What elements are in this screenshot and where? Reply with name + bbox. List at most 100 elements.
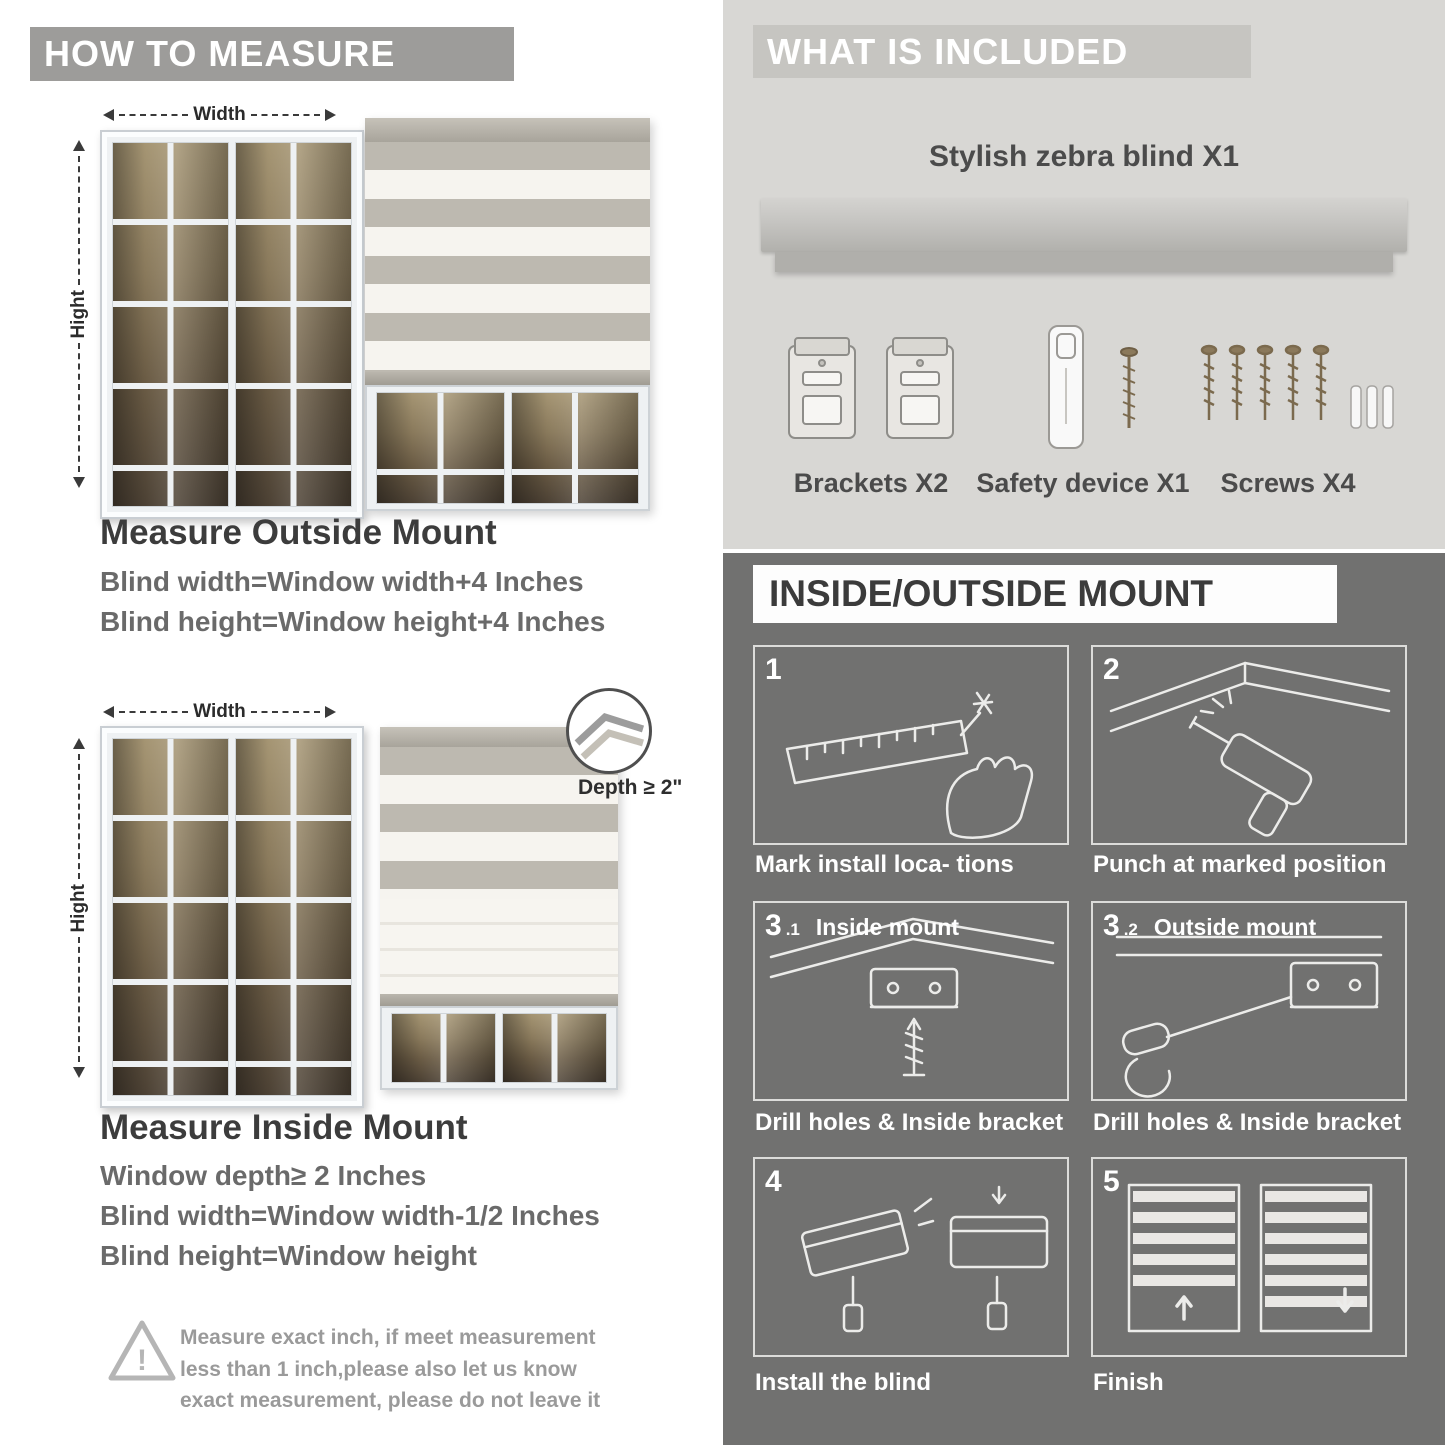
arrow-down-icon — [73, 1067, 85, 1079]
step-title-text: Outside mount — [1153, 914, 1317, 940]
brackets-icon — [788, 337, 954, 439]
arrow-down-icon — [73, 477, 85, 489]
step-num-text: 3 — [765, 909, 782, 942]
drill-illustration — [1109, 661, 1391, 837]
arrow-line — [78, 937, 80, 1063]
window-sash — [236, 739, 351, 1095]
height-label: Hight — [68, 883, 89, 933]
step-number: 3 .1 Inside mount — [765, 909, 959, 943]
arrow-line — [78, 156, 80, 285]
zebra-blind-outside — [365, 118, 650, 511]
step-num-text: 3 — [1103, 909, 1120, 942]
inside-mount-title: Measure Inside Mount — [100, 1108, 468, 1147]
window-photo-outside — [100, 130, 364, 519]
window-sash — [113, 739, 228, 1095]
outside-bracket-illustration — [1115, 935, 1383, 1098]
step-sub-text: .2 — [1123, 920, 1138, 939]
step-2-caption: Punch at marked position — [1093, 851, 1387, 878]
step-sub-text: .1 — [785, 920, 800, 939]
inside-depth-rule: Window depth≥ 2 Inches — [100, 1160, 427, 1191]
width-label: Width — [193, 104, 246, 125]
mount-header: INSIDE/OUTSIDE MOUNT — [753, 565, 1337, 623]
step-number: 5 — [1103, 1165, 1140, 1199]
step-num-text: 2 — [1103, 653, 1120, 686]
height-label: Hight — [68, 289, 89, 339]
install-blind-illustration — [800, 1185, 1049, 1333]
arrow-up-icon — [73, 140, 85, 151]
arrow-line — [250, 114, 320, 116]
how-to-measure-header: HOW TO MEASURE — [30, 27, 514, 81]
window-under-blind — [380, 1006, 618, 1090]
mount-instructions-section: INSIDE/OUTSIDE MOUNT 1 — [723, 553, 1445, 1445]
what-is-included-section: WHAT IS INCLUDED Stylish zebra blind X1 — [723, 0, 1445, 549]
arrow-line — [78, 754, 80, 879]
step-3-1-caption: Drill holes & Inside bracket — [755, 1109, 1064, 1136]
warning-icon: ! — [108, 1320, 176, 1381]
blind-headrail-bottom — [775, 252, 1393, 272]
warning-exclamation: ! — [137, 1344, 147, 1377]
arrow-right-icon — [325, 109, 336, 121]
blind-cassette — [365, 118, 650, 142]
width-arrow-outside: Width — [103, 104, 336, 126]
step-num-text: 1 — [765, 653, 782, 686]
blind-bottom-rail — [380, 994, 618, 1006]
measure-note: Measure exact inch, if meet measurement … — [180, 1326, 601, 1412]
arrow-line — [119, 114, 189, 116]
inside-bracket-illustration — [769, 917, 1055, 1077]
arrow-line — [119, 711, 189, 713]
depth-label: Depth ≥ 2" — [578, 776, 683, 799]
mark-location-illustration — [785, 691, 1034, 839]
step-title-text: Inside mount — [815, 914, 959, 940]
step-3-2-caption: Drill holes & Inside bracket — [1093, 1109, 1402, 1136]
window-sash — [392, 1014, 495, 1082]
finish-illustration — [1127, 1183, 1373, 1333]
outside-width-rule: Blind width=Window width+4 Inches — [100, 566, 584, 597]
window-sash — [113, 143, 228, 506]
safety-device-label: Safety device X1 — [976, 468, 1190, 498]
blind-stripes — [380, 747, 618, 899]
blind-sheer-section — [380, 899, 618, 994]
step-1-panel: 1 — [753, 645, 1069, 845]
blind-stripes — [365, 142, 650, 372]
blind-headrail-image — [761, 198, 1407, 252]
height-arrow-outside: Hight — [66, 140, 92, 489]
window-sash — [511, 393, 638, 503]
step-5-caption: Finish — [1093, 1369, 1164, 1396]
step-3-1-panel: 3 .1 Inside mount — [753, 901, 1069, 1101]
inside-height-rule: Blind height=Window height — [100, 1240, 477, 1271]
step-5-panel: 5 — [1091, 1157, 1407, 1357]
depth-callout-icon — [566, 688, 652, 774]
step-number: 2 — [1103, 653, 1140, 687]
step-number: 1 — [765, 653, 802, 687]
arrow-right-icon — [325, 706, 336, 718]
safety-device-icon — [1048, 325, 1138, 449]
outside-mount-title: Measure Outside Mount — [100, 513, 497, 552]
step-4-caption: Install the blind — [755, 1369, 932, 1396]
arrow-left-icon — [103, 706, 114, 718]
arrow-up-icon — [73, 738, 85, 749]
screws-label: Screws X4 — [1220, 468, 1356, 498]
product-title: Stylish zebra blind X1 — [928, 140, 1240, 173]
inside-width-rule: Blind width=Window width-1/2 Inches — [100, 1200, 600, 1231]
brackets-label: Brackets X2 — [793, 468, 949, 498]
what-is-included-header: WHAT IS INCLUDED — [753, 25, 1251, 78]
zebra-blind-inside — [380, 727, 618, 1090]
step-3-2-panel: 3 .2 Outside mount — [1091, 901, 1407, 1101]
step-2-panel: 2 — [1091, 645, 1407, 845]
window-photo-inside — [100, 726, 364, 1108]
blind-bottom-rail — [365, 372, 650, 385]
height-arrow-inside: Hight — [66, 738, 92, 1079]
step-4-panel: 4 — [753, 1157, 1069, 1357]
screws-icon — [1200, 344, 1394, 429]
width-arrow-inside: Width — [103, 701, 336, 723]
step-num-text: 5 — [1103, 1165, 1120, 1198]
outside-height-rule: Blind height=Window height+4 Inches — [100, 606, 606, 637]
arrow-line — [78, 343, 80, 473]
width-label: Width — [193, 701, 246, 722]
step-number: 4 — [765, 1165, 802, 1199]
arrow-left-icon — [103, 109, 114, 121]
step-num-text: 4 — [765, 1165, 782, 1198]
step-number: 3 .2 Outside mount — [1103, 909, 1316, 943]
window-sash — [503, 1014, 606, 1082]
